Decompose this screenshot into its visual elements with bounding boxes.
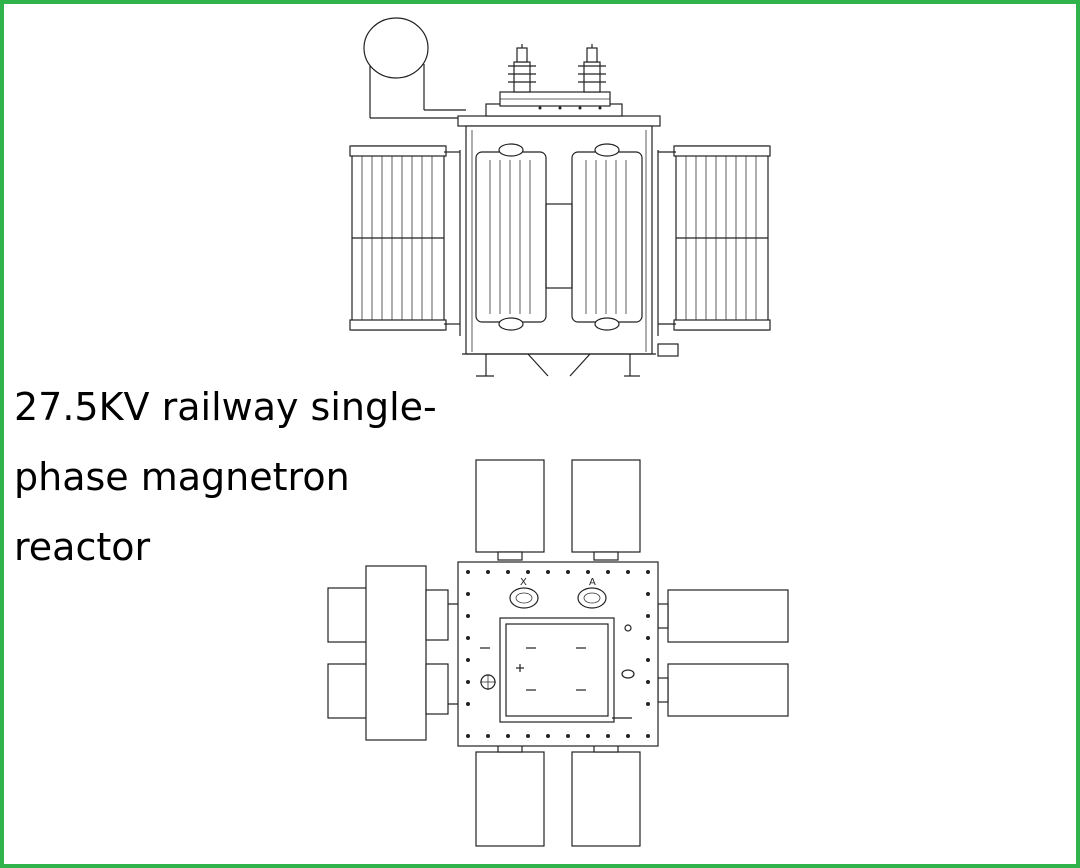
radiator-top-right (571, 459, 641, 553)
conservator-plan (365, 565, 427, 741)
caption-line-1: 27.5KV railway single- (14, 385, 437, 429)
core-left (475, 143, 547, 331)
cover-bolts (466, 570, 650, 738)
terminal-label-a: A (589, 577, 596, 588)
radiator-left (349, 145, 460, 331)
core-right (571, 143, 643, 331)
radiator-right-lower (667, 663, 789, 717)
caption-line-3: reactor (14, 525, 151, 569)
caption: 27.5KV railway single- phase magnetron r… (14, 372, 454, 582)
bushing-left (508, 44, 536, 93)
plan-view: X A (327, 459, 789, 847)
radiator-right (658, 145, 771, 331)
bushing-x-plan (509, 587, 539, 609)
conservator (363, 17, 466, 119)
bushing-a-plan (577, 587, 607, 609)
radiator-bottom-right (571, 751, 641, 847)
terminal-label-x: X (520, 577, 527, 588)
caption-line-2: phase magnetron (14, 455, 350, 499)
manhole (499, 617, 615, 723)
radiator-bottom-left (475, 751, 545, 847)
bushing-right (578, 44, 606, 93)
radiator-right-upper (667, 589, 789, 643)
radiator-top-left (475, 459, 545, 553)
tank-cover (457, 91, 661, 127)
front-elevation (349, 17, 771, 377)
